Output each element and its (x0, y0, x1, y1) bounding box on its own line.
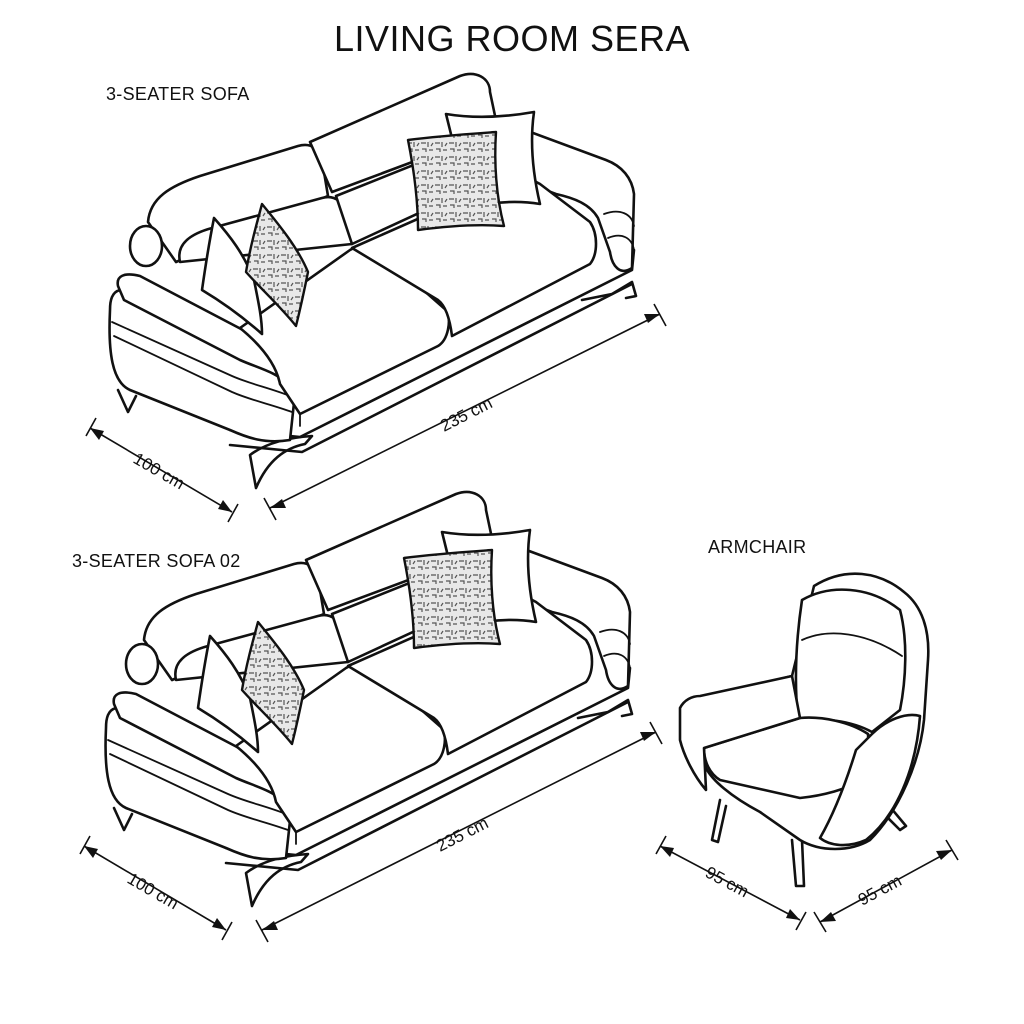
label-sofa-1: 3-SEATER SOFA (106, 84, 250, 104)
dimension-armchair-depth: 95 cm (655, 835, 807, 931)
label-armchair: ARMCHAIR (708, 537, 807, 557)
dimension-sofa-1-depth: 100 cm (85, 417, 239, 523)
sofa-1-width-text: 235 cm (437, 393, 495, 435)
dimension-armchair-width: 95 cm (813, 839, 959, 933)
sofa-2-drawing (104, 490, 634, 908)
sofa-2-depth-text: 100 cm (124, 869, 182, 913)
sheet-title: LIVING ROOM SERA (333, 18, 691, 59)
label-sofa-2: 3-SEATER SOFA 02 (72, 551, 241, 571)
armchair-depth-text: 95 cm (702, 863, 752, 902)
armchair-width-text: 95 cm (855, 871, 905, 910)
sofa-1-drawing (108, 72, 638, 490)
sofa-1-depth-text: 100 cm (130, 449, 188, 493)
sofa-2-width-text: 235 cm (433, 813, 491, 855)
dimension-sofa-2-depth: 100 cm (79, 835, 233, 941)
armchair-drawing (678, 572, 930, 888)
